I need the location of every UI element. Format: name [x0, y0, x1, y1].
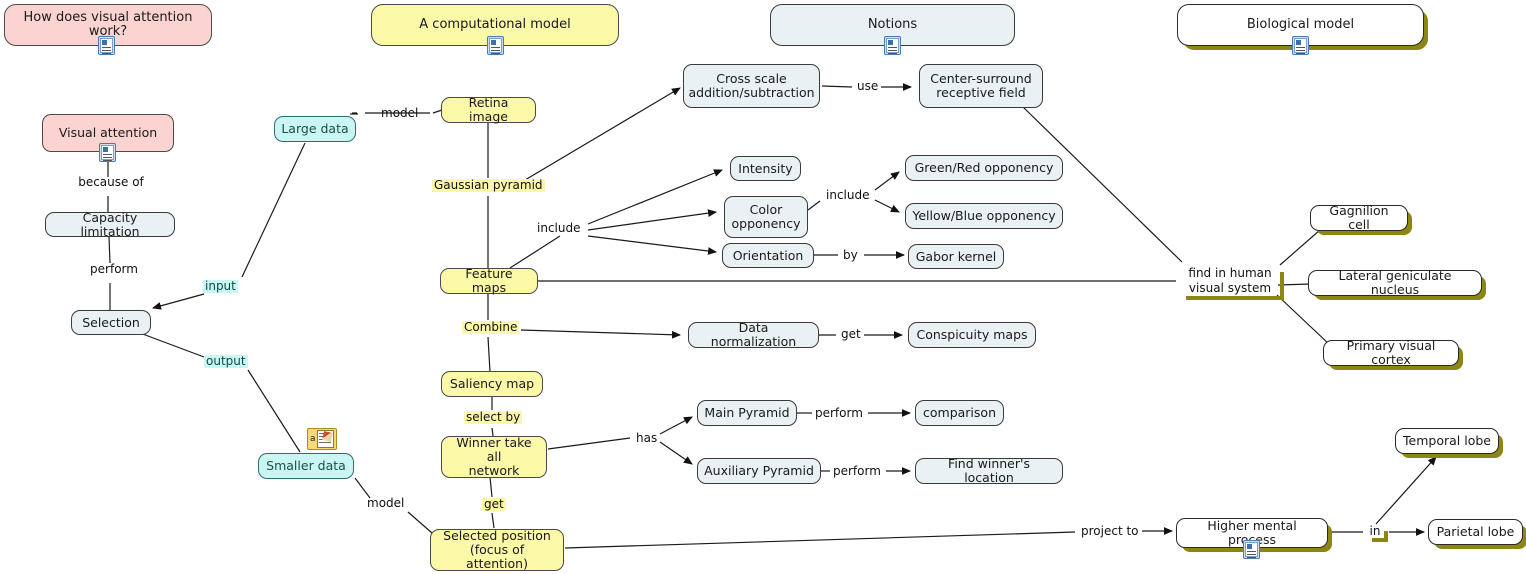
node-label: Orientation — [732, 247, 804, 263]
node-winner-take-all[interactable]: Winner take all network — [441, 436, 547, 478]
document-icon[interactable] — [487, 36, 504, 55]
node-conspicuity-maps[interactable]: Conspicuity maps — [908, 322, 1036, 348]
node-label: Center-surround receptive field — [930, 71, 1032, 100]
node-label: Auxiliary Pyramid — [704, 463, 814, 478]
node-label: Yellow/Blue opponency — [912, 208, 1056, 223]
node-label: Primary visual cortex — [1346, 338, 1436, 367]
link-label-perform: perform — [90, 262, 138, 276]
node-label: Main Pyramid — [704, 405, 790, 420]
node-selection[interactable]: Selection — [71, 310, 151, 335]
node-label: Green/Red opponency — [914, 160, 1054, 175]
node-label: Winner take all network — [456, 435, 532, 478]
node-capacity-limitation[interactable]: Capacity limitation — [45, 209, 175, 239]
note-icon[interactable]: a — [307, 428, 337, 450]
node-label: Smaller data — [266, 458, 346, 473]
node-saliency-map[interactable]: Saliency map — [441, 371, 543, 397]
node-label: Temporal lobe — [1403, 433, 1491, 448]
link-label-model-smaller: model — [367, 496, 405, 510]
document-icon[interactable] — [1243, 540, 1260, 559]
node-large-data[interactable]: Large data — [274, 116, 356, 142]
document-icon[interactable] — [99, 143, 116, 162]
node-label: Higher mental process — [1207, 518, 1297, 547]
document-icon[interactable] — [98, 36, 115, 55]
node-lateral-geniculate-nucleus[interactable]: Lateral geniculate nucleus — [1308, 268, 1482, 297]
node-orientation[interactable]: Orientation — [722, 243, 814, 268]
node-label: Conspicuity maps — [916, 327, 1028, 342]
node-data-normalization[interactable]: Data normalization — [688, 320, 819, 349]
link-label-output: output — [204, 354, 248, 368]
node-label: Large data — [281, 121, 349, 136]
link-label-by: by — [843, 248, 858, 262]
document-icon[interactable] — [1292, 36, 1309, 55]
node-label: Cross scale addition/subtraction — [688, 71, 815, 100]
node-label: Feature maps — [465, 266, 513, 295]
link-label-include-feature: include — [537, 221, 581, 235]
node-parietal-lobe[interactable]: Parietal lobe — [1428, 519, 1523, 545]
note-icon-sheet — [316, 430, 334, 448]
link-label-perform-aux: perform — [833, 464, 881, 478]
link-label-input: input — [203, 279, 238, 293]
node-label: Notions — [867, 17, 918, 32]
node-smaller-data[interactable]: Smaller data — [258, 453, 354, 479]
node-feature-maps[interactable]: Feature maps — [440, 266, 538, 295]
link-label-has: has — [636, 431, 658, 445]
node-label: A computational model — [419, 17, 571, 32]
node-retina-image[interactable]: Retina image — [441, 95, 536, 124]
node-label: Biological model — [1246, 17, 1355, 32]
link-label-in: in — [1366, 525, 1384, 538]
link-label-select-by: select by — [464, 410, 523, 424]
node-label: comparison — [923, 405, 996, 420]
node-label: How does visual attention work? — [23, 10, 193, 39]
node-label: Gagnilion cell — [1329, 203, 1389, 232]
node-gabor-kernel[interactable]: Gabor kernel — [908, 244, 1004, 269]
link-label-project-to: project to — [1081, 524, 1139, 538]
node-color-opponency[interactable]: Color opponency — [724, 196, 808, 238]
link-label-gaussian-pyramid: Gaussian pyramid — [432, 178, 545, 192]
node-label: Color opponency — [731, 202, 801, 231]
link-label-because-of: because of — [78, 175, 144, 189]
node-green-red-opponency[interactable]: Green/Red opponency — [905, 155, 1063, 181]
node-find-winner-location[interactable]: Find winner's location — [915, 456, 1063, 485]
node-main-pyramid[interactable]: Main Pyramid — [697, 400, 797, 426]
node-label: Selected position (focus of attention) — [443, 528, 551, 571]
node-label: Lateral geniculate nucleus — [1338, 268, 1452, 297]
node-label: Gabor kernel — [915, 248, 997, 264]
node-label: Retina image — [468, 95, 509, 124]
node-primary-visual-cortex[interactable]: Primary visual cortex — [1323, 338, 1459, 367]
node-center-surround[interactable]: Center-surround receptive field — [919, 64, 1043, 108]
document-icon[interactable] — [884, 36, 901, 55]
node-label: Visual attention — [58, 125, 158, 140]
node-label: Saliency map — [449, 376, 535, 391]
link-label-perform-main: perform — [815, 406, 863, 420]
node-auxiliary-pyramid[interactable]: Auxiliary Pyramid — [697, 458, 821, 484]
node-comparison[interactable]: comparison — [915, 400, 1004, 426]
link-label-get-position: get — [482, 497, 506, 511]
link-label-model-retina: model — [381, 106, 419, 120]
node-ganglion-cell[interactable]: Gagnilion cell — [1310, 203, 1408, 232]
link-label-include-color: include — [826, 188, 870, 202]
node-label: Selection — [82, 314, 140, 330]
node-label: Intensity — [738, 160, 793, 176]
node-label: Find winner's location — [948, 456, 1030, 485]
link-label-combine: Combine — [462, 320, 520, 334]
node-cross-scale[interactable]: Cross scale addition/subtraction — [683, 64, 820, 108]
link-label-find-in-human-visual-system: find in human visual system — [1180, 266, 1280, 296]
link-label-get-conspicuity: get — [841, 327, 861, 341]
node-label: Parietal lobe — [1436, 524, 1515, 539]
node-intensity[interactable]: Intensity — [730, 156, 801, 181]
node-yellow-blue-opponency[interactable]: Yellow/Blue opponency — [905, 203, 1063, 229]
node-temporal-lobe[interactable]: Temporal lobe — [1395, 428, 1499, 454]
node-selected-position[interactable]: Selected position (focus of attention) — [430, 529, 564, 571]
node-label: Capacity limitation — [80, 209, 140, 239]
note-icon-letter: a — [310, 434, 316, 444]
node-label: Data normalization — [710, 320, 797, 349]
link-label-use: use — [857, 79, 879, 93]
